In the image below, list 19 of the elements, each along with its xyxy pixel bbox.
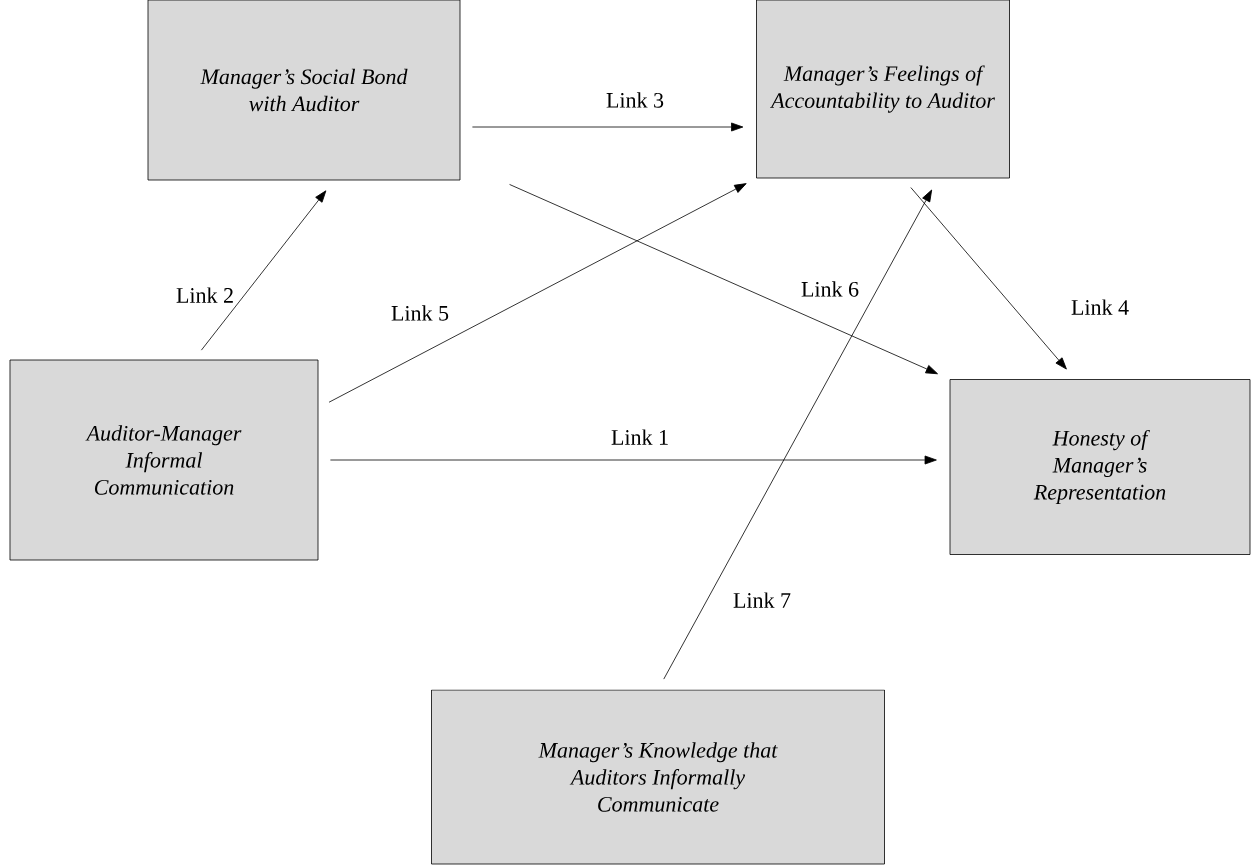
edge-label: Link 7 bbox=[733, 592, 791, 608]
edge-label: Link 6 bbox=[801, 281, 859, 297]
edge-label: Link 1 bbox=[611, 429, 668, 445]
edge-label: Link 4 bbox=[1071, 299, 1129, 315]
edge-label: Link 5 bbox=[391, 305, 449, 321]
arrow bbox=[910, 187, 1067, 370]
concept-box: Manager’s Feelings of Accountability to Auditor bbox=[756, 0, 1010, 179]
concept-box: Auditor-Manager Informal Communication bbox=[9, 359, 319, 561]
concept-box: Manager’s Knowledge that Auditors Informally Communicate bbox=[431, 689, 885, 865]
edge-label: Link 2 bbox=[176, 287, 233, 303]
edge-label: Link 3 bbox=[606, 92, 664, 108]
concept-box: Honesty of Manager’s Representation bbox=[949, 379, 1251, 555]
concept-box: Manager’s Social Bond with Auditor bbox=[147, 0, 461, 181]
arrow bbox=[472, 122, 744, 132]
arrow bbox=[328, 183, 747, 403]
arrow bbox=[663, 189, 933, 680]
arrow bbox=[330, 455, 937, 465]
arrow bbox=[509, 184, 938, 375]
arrow bbox=[201, 190, 327, 351]
